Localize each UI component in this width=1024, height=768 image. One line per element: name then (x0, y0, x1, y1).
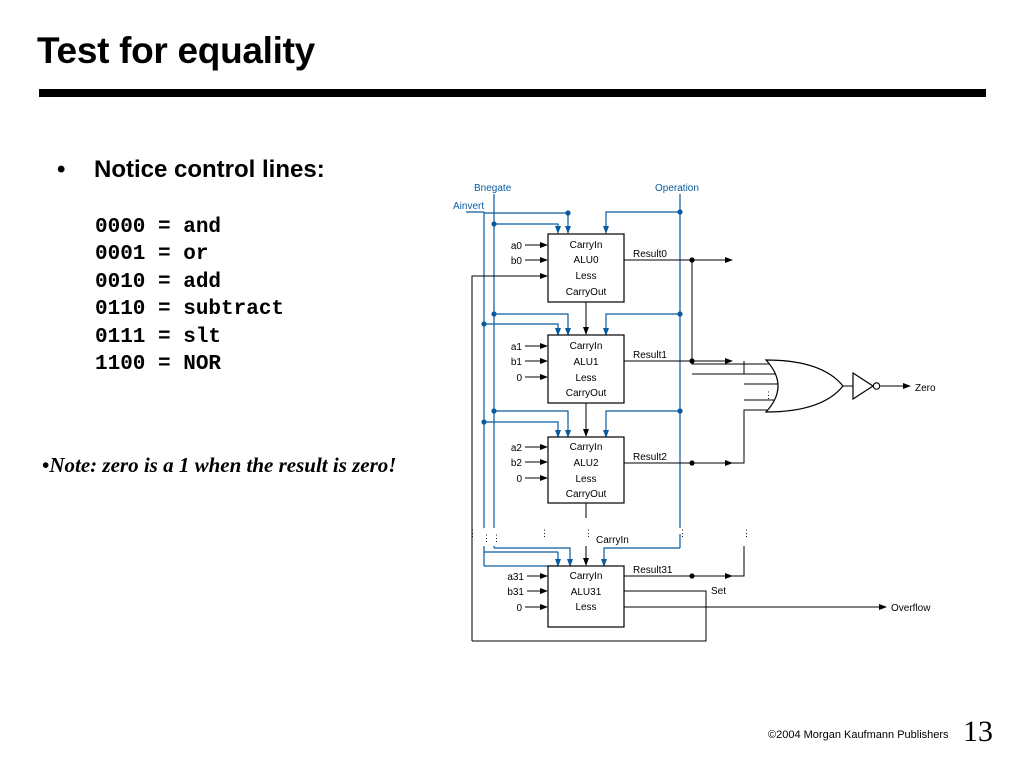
alu0-less: Less (575, 271, 596, 282)
footer-copyright: ©2004 Morgan Kaufmann Publishers (768, 729, 949, 741)
input-a31: a31 (507, 572, 524, 583)
input-less2: 0 (516, 474, 522, 485)
page-number: 13 (963, 715, 993, 748)
title-rule (39, 89, 986, 97)
input-b31: b31 (507, 587, 524, 598)
output-result2: Result2 (633, 452, 667, 463)
alu1-carryin: CarryIn (570, 341, 603, 352)
input-less31: 0 (516, 603, 522, 614)
alu31-less: Less (575, 602, 596, 613)
svg-text:⋮: ⋮ (492, 533, 501, 543)
bullet-mark: • (57, 156, 66, 183)
alu0-carryin: CarryIn (570, 240, 603, 251)
input-b2: b2 (511, 458, 523, 469)
input-a1: a1 (511, 342, 523, 353)
svg-text:⋮: ⋮ (742, 528, 751, 538)
input-b0: b0 (511, 256, 523, 267)
output-result0: Result0 (633, 249, 667, 260)
svg-text:⋮: ⋮ (764, 390, 773, 400)
control-code-line: 0111 = slt (95, 325, 222, 349)
control-code-line: 0001 = or (95, 243, 209, 267)
label-zero: Zero (915, 383, 936, 394)
slide-title: Test for equality (37, 30, 315, 71)
svg-text:⋮: ⋮ (468, 528, 477, 538)
alu1-name: ALU1 (573, 357, 598, 368)
label-bnegate: Bnegate (474, 183, 512, 194)
or-gate (764, 359, 844, 413)
label-operation: Operation (655, 183, 699, 194)
input-b1: b1 (511, 357, 523, 368)
copyright-symbol: © (768, 729, 777, 741)
control-junctions (481, 209, 683, 425)
svg-text:⋮: ⋮ (540, 528, 549, 538)
bullet-heading: Notice control lines: (94, 156, 325, 183)
copyright-text: 2004 Morgan Kaufmann Publishers (776, 729, 949, 741)
note-bullet: • (42, 453, 50, 477)
svg-text:⋮: ⋮ (584, 528, 593, 538)
control-code-line: 0010 = add (95, 270, 222, 294)
alu0-name: ALU0 (573, 255, 598, 266)
label-overflow: Overflow (891, 603, 931, 614)
label-set: Set (711, 586, 726, 597)
alu-boxes (547, 233, 625, 628)
alu0-carryout: CarryOut (566, 287, 607, 298)
control-code-line: 0110 = subtract (95, 298, 285, 322)
control-code-line: 0000 = and (95, 216, 222, 239)
alu2-carryin: CarryIn (570, 442, 603, 453)
output-result1: Result1 (633, 350, 667, 361)
alu1-carryout: CarryOut (566, 388, 607, 399)
label-carryin-chain: CarryIn (596, 535, 629, 546)
alu2-name: ALU2 (573, 458, 598, 469)
svg-text:⋮: ⋮ (678, 528, 687, 538)
alu31-name: ALU31 (571, 587, 602, 598)
output-result31: Result31 (633, 565, 673, 576)
alu2-less: Less (575, 474, 596, 485)
input-a0: a0 (511, 241, 523, 252)
control-code-line: 1100 = NOR (95, 353, 222, 377)
label-ainvert: Ainvert (453, 201, 484, 212)
alu2-carryout: CarryOut (566, 489, 607, 500)
alu1-less: Less (575, 373, 596, 384)
control-codes-list: 0000 = and 0001 = or 0010 = add 0110 = s… (95, 214, 284, 378)
alu31-carryin: CarryIn (570, 571, 603, 582)
input-less1: 0 (516, 373, 522, 384)
input-a2: a2 (511, 443, 523, 454)
svg-text:⋮: ⋮ (482, 533, 491, 543)
note-text: Note: zero is a 1 when the result is zer… (49, 453, 397, 477)
zero-note: •Note: zero is a 1 when the result is ze… (42, 453, 396, 478)
inverter-gate (852, 371, 875, 401)
